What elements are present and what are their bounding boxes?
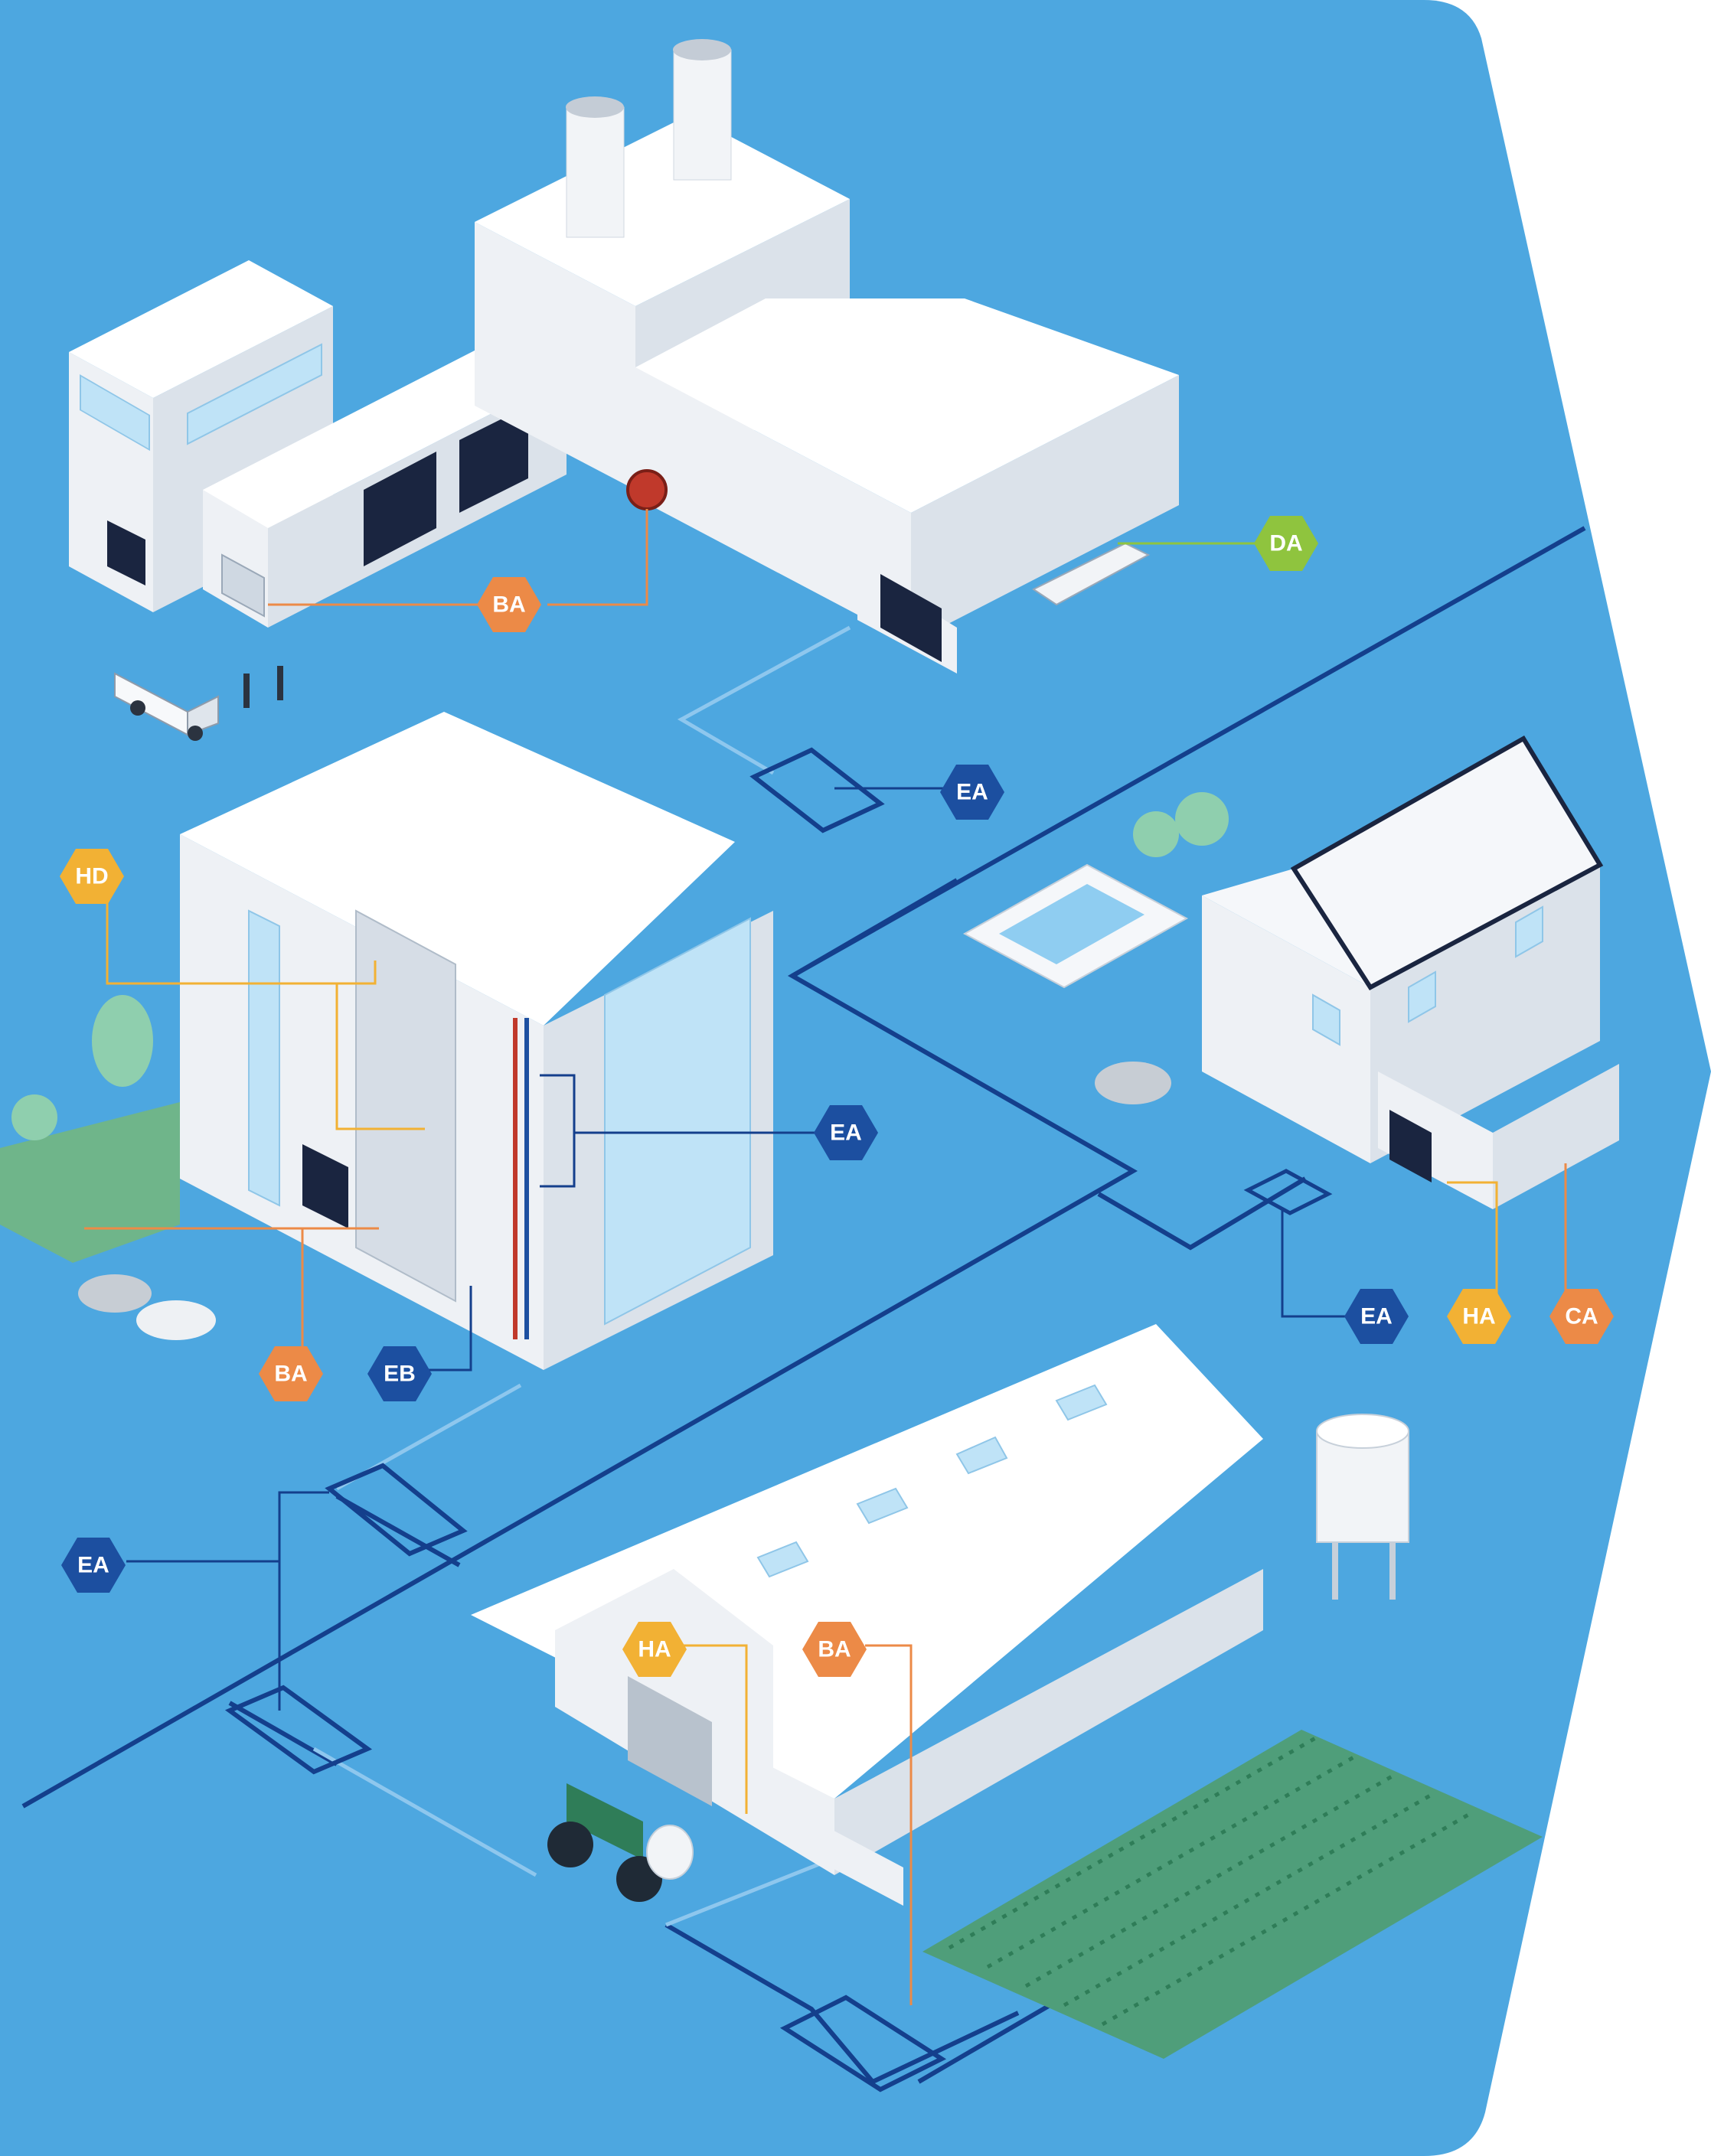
svg-text:EA: EA	[1360, 1304, 1393, 1329]
svg-text:EB: EB	[384, 1362, 416, 1387]
svg-text:BA: BA	[492, 592, 525, 618]
svg-text:HD: HD	[75, 864, 108, 889]
svg-text:EA: EA	[956, 780, 988, 805]
svg-text:CA: CA	[1565, 1304, 1598, 1329]
svg-text:HA: HA	[1462, 1304, 1495, 1329]
svg-text:DA: DA	[1269, 531, 1302, 556]
riser-red	[513, 1018, 518, 1339]
riser-blue	[524, 1018, 529, 1339]
svg-text:EA: EA	[77, 1553, 109, 1578]
svg-text:BA: BA	[274, 1362, 307, 1387]
hose-reel	[628, 471, 666, 509]
chimney-right	[674, 50, 731, 180]
house-car	[1095, 1062, 1171, 1104]
svg-text:BA: BA	[818, 1637, 851, 1662]
svg-text:EA: EA	[830, 1120, 862, 1146]
svg-text:HA: HA	[638, 1637, 671, 1662]
chimney-left	[567, 107, 624, 237]
cutaway-floors	[356, 911, 456, 1301]
